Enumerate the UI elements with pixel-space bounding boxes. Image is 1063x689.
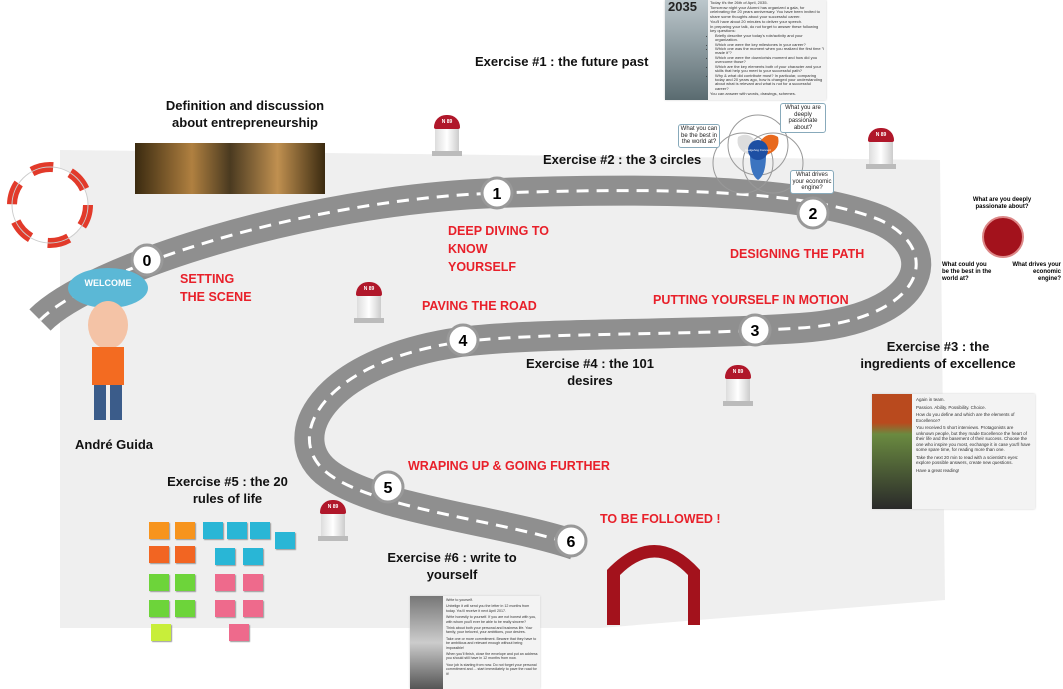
- exercise-6-document: Write to yourself.Unbelign it will send …: [410, 596, 540, 689]
- exercise-2-caption: Exercise #2 : the 3 circles: [543, 152, 702, 167]
- milestone-icon: N 89: [354, 282, 384, 324]
- author-name: André Guida: [75, 437, 154, 452]
- road-center-line: [38, 189, 918, 547]
- milestone-icon: N 89: [866, 128, 896, 170]
- exercise-4-caption: Exercise #4 : the 101 desires: [526, 356, 654, 388]
- stage-label-6: TO BE FOLLOWED !: [600, 512, 721, 526]
- milestone-icon: N 89: [723, 365, 753, 407]
- circle-callout-passion: What you are deeply passionate about?: [780, 103, 826, 133]
- stage-label-2: DESIGNING THE PATH: [730, 247, 865, 261]
- exercise-1-document: 2035 Today it's the 26th of April, 2035.…: [665, 0, 826, 100]
- character-illustration: [68, 268, 148, 420]
- archer-image: [872, 394, 912, 509]
- exercise-3-document: Again in team.Passion. Ability. Possibil…: [872, 394, 1035, 509]
- writing-image: [410, 596, 443, 689]
- discussion-video-thumbnail[interactable]: [135, 143, 325, 194]
- pointing-hand-icon: [982, 216, 1024, 258]
- cover-image: 2035: [665, 0, 708, 100]
- stage-label-0: SETTING THE SCENE: [180, 272, 252, 304]
- stage-label-4: PAVING THE ROAD: [422, 299, 537, 313]
- hedgehog-concept-card: What are you deeply passionate about? Wh…: [942, 197, 1061, 282]
- welcome-sign: WELCOME: [84, 278, 132, 288]
- lifebuoy-icon: [7, 162, 93, 248]
- milestone-icon: N 89: [318, 500, 348, 542]
- milestone-icon: N 89: [432, 115, 462, 157]
- stage-label-3: PUTTING YOURSELF IN MOTION: [653, 293, 849, 307]
- three-circles-diagram: Hedgehog Concept: [712, 114, 804, 194]
- stage-label-5: WRAPING UP & GOING FURTHER: [408, 459, 610, 473]
- exercise-6-caption: Exercise #6 : write to yourself: [387, 550, 517, 582]
- svg-text:Hedgehog Concept: Hedgehog Concept: [745, 148, 771, 152]
- sticky-notes-wall: [145, 520, 305, 645]
- stage-label-1: DEEP DIVING TO KNOW YOURSELF: [448, 224, 549, 274]
- circle-callout-best: What you can be the best in the world at…: [678, 124, 720, 148]
- doc1-footer: You can answer with words, drawings, sch…: [710, 90, 796, 96]
- circle-callout-engine: What drives your economic engine?: [790, 170, 834, 194]
- exercise-1-caption: Exercise #1 : the future past: [475, 54, 649, 69]
- finish-arch: [607, 545, 700, 625]
- definition-caption: Definition and discussion about entrepre…: [165, 98, 325, 130]
- exercise-5-caption: Exercise #5 : the 20 rules of life: [167, 474, 288, 506]
- exercise-3-caption: Exercise #3 : the ingredients of excelle…: [860, 339, 1016, 371]
